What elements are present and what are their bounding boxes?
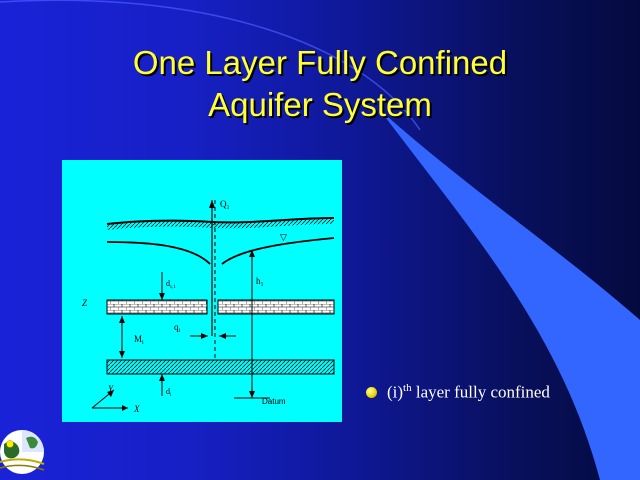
svg-text:di: di bbox=[166, 387, 172, 398]
aquifer-diagram: ▽ Q1 h1 Datum bbox=[82, 199, 335, 414]
bullet-rest: layer fully confined bbox=[411, 382, 550, 402]
label-ds-sub: s,1 bbox=[170, 285, 176, 290]
water-table-symbol: ▽ bbox=[280, 232, 287, 242]
label-q-sub: 1 bbox=[227, 205, 230, 211]
bullet-text: (i)th layer fully confined bbox=[387, 382, 550, 403]
q-arrow bbox=[209, 200, 215, 208]
bullet-sup: th bbox=[403, 382, 412, 394]
label-m-sub: i bbox=[142, 340, 144, 346]
slide-title: One Layer Fully Confined Aquifer System bbox=[0, 42, 640, 126]
svg-text:Q1: Q1 bbox=[220, 199, 230, 211]
label-ds: d bbox=[166, 279, 170, 288]
label-z: Z bbox=[82, 298, 88, 308]
label-y: Y bbox=[108, 384, 114, 394]
svg-text:Mi: Mi bbox=[134, 334, 144, 346]
lower-confining-layer bbox=[106, 359, 335, 375]
label-datum: Datum bbox=[262, 397, 286, 406]
label-m: M bbox=[134, 334, 142, 344]
label-d-sub: i bbox=[170, 393, 172, 398]
bullet-prefix: (i) bbox=[387, 382, 404, 402]
swoosh-thin-arc bbox=[0, 0, 421, 131]
drawdown-curve-right bbox=[221, 237, 335, 265]
svg-text:ds,1: ds,1 bbox=[166, 279, 176, 290]
upper-confining-layer-right bbox=[217, 299, 335, 315]
aquifer-diagram-panel: ▽ Q1 h1 Datum bbox=[62, 160, 342, 422]
title-line-1: One Layer Fully Confined bbox=[132, 44, 508, 81]
bullet-dot-icon bbox=[366, 386, 377, 398]
upper-confining-layer-left bbox=[106, 299, 208, 315]
label-x: X bbox=[133, 404, 140, 414]
label-h: h bbox=[256, 276, 261, 286]
title-line-2: Aquifer System bbox=[208, 86, 432, 123]
label-d: d bbox=[166, 387, 170, 396]
bullet-item: (i)th layer fully confined bbox=[366, 382, 550, 403]
swoosh-band bbox=[380, 110, 640, 480]
svg-text:h1: h1 bbox=[256, 276, 264, 288]
globe-logo-icon bbox=[0, 430, 45, 474]
label-phi: q bbox=[174, 322, 179, 332]
label-h-sub: 1 bbox=[261, 282, 264, 288]
svg-text:qi: qi bbox=[174, 322, 181, 334]
ground-hatch bbox=[107, 218, 334, 230]
label-q: Q bbox=[220, 199, 227, 209]
drawdown-curve bbox=[106, 241, 211, 265]
label-phi-sub: i bbox=[179, 328, 181, 334]
